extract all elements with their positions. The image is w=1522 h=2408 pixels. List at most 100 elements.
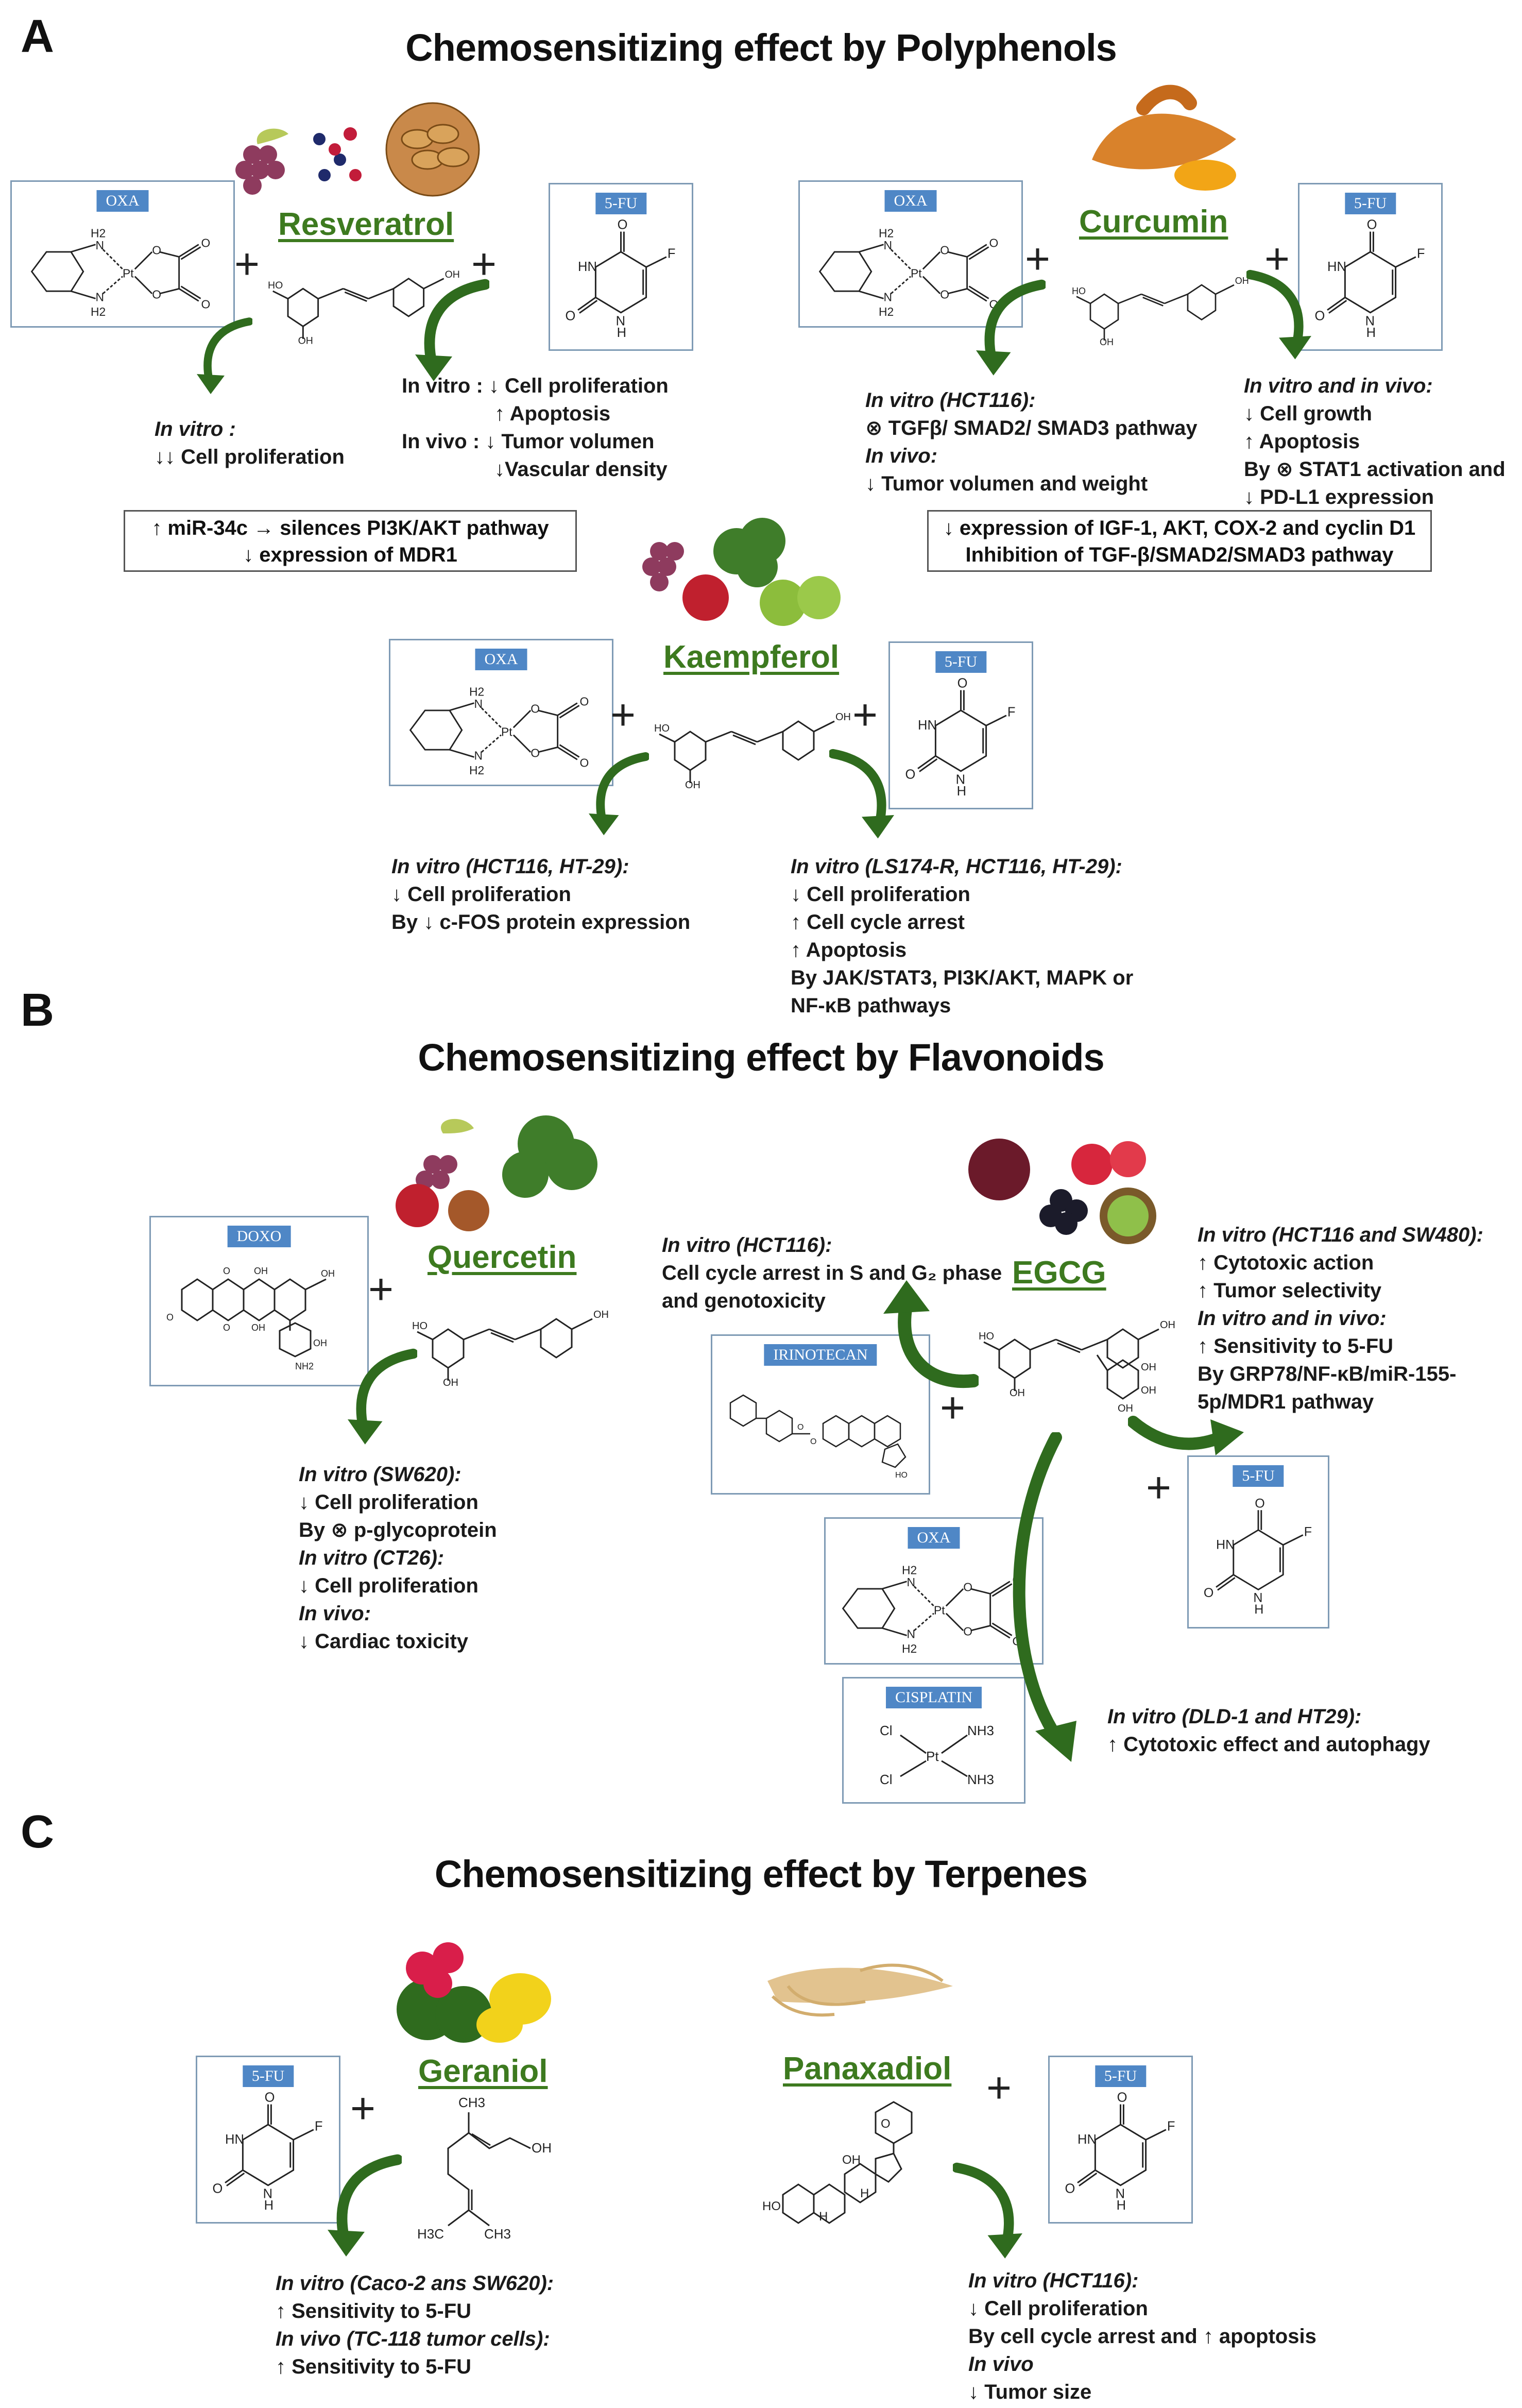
compound-name-quercetin: Quercetin xyxy=(427,1240,577,1275)
plus-sign: + xyxy=(940,1383,966,1432)
svg-text:H: H xyxy=(819,2210,828,2224)
section-title-terpenes: Chemosensitizing effect by Terpenes xyxy=(434,1853,1088,1895)
svg-text:OH: OH xyxy=(313,1338,327,1348)
plus-sign: + xyxy=(610,690,636,739)
svg-text:OH: OH xyxy=(1141,1385,1156,1396)
panel-letter-a: A xyxy=(21,11,54,62)
egcg-fu-effects: In vitro (HCT116 and SW480): ↑ Cytotoxic… xyxy=(1198,1224,1483,1413)
quercetin-effects: In vitro (SW620): ↓ Cell proliferation B… xyxy=(299,1463,497,1653)
resveratrol-summary-box: ↑ miR-34c → silences PI3K/AKT pathway ↓ … xyxy=(124,510,577,572)
svg-text:H3C: H3C xyxy=(417,2226,444,2242)
fluorouracil-box: 5-FU xyxy=(549,183,693,351)
drug-tag: IRINOTECAN xyxy=(764,1344,877,1366)
oxaliplatin-box: OXA xyxy=(389,639,613,786)
svg-text:OH: OH xyxy=(532,2140,552,2156)
curved-arrow xyxy=(191,294,252,417)
fluorouracil-box: 5-FU xyxy=(1187,1455,1329,1629)
curved-arrow xyxy=(829,737,901,850)
drug-tag: OXA xyxy=(884,190,937,212)
curved-arrow xyxy=(1128,1416,1244,1455)
svg-text:OH: OH xyxy=(251,1322,265,1333)
drug-tag: 5-FU xyxy=(1344,193,1396,214)
fluorouracil-structure xyxy=(197,2083,339,2217)
svg-text:O: O xyxy=(166,1312,174,1322)
svg-text:HO: HO xyxy=(895,1471,908,1480)
quercetin-structure xyxy=(412,1283,628,1386)
fluorouracil-box: 5-FU xyxy=(888,641,1033,809)
plus-sign: + xyxy=(350,2084,376,2132)
svg-text:HO: HO xyxy=(762,2199,781,2213)
svg-text:H: H xyxy=(860,2186,869,2200)
oxaliplatin-box: OXA xyxy=(10,180,235,328)
berries-kiwi-image xyxy=(963,1128,1169,1254)
svg-text:Pt: Pt xyxy=(926,1749,939,1764)
doxorubicin-box: DOXO O OH OH O O OH NH2 OH xyxy=(149,1216,369,1386)
svg-text:OH: OH xyxy=(254,1266,268,1276)
fluorouracil-structure xyxy=(1189,1488,1328,1622)
drug-tag: OXA xyxy=(475,649,527,670)
panaxadiol-effects: In vitro (HCT116): ↓ Cell proliferation … xyxy=(968,2269,1316,2403)
grapes-broccoli-sprouts-image xyxy=(634,510,850,636)
svg-text:OH: OH xyxy=(1118,1403,1133,1414)
oxaliplatin-structure xyxy=(396,656,607,785)
drug-tag: OXA xyxy=(908,1527,960,1549)
fluorouracil-box: 5-FU xyxy=(1298,183,1443,351)
fluorouracil-structure xyxy=(1050,2083,1191,2217)
svg-text:NH3: NH3 xyxy=(967,1723,994,1738)
plus-sign: + xyxy=(471,240,497,288)
drug-tag: 5-FU xyxy=(1095,2065,1147,2087)
geranium-lemon-image xyxy=(386,1937,561,2048)
panel-letter-c: C xyxy=(21,1806,54,1858)
svg-text:O: O xyxy=(223,1322,230,1333)
geraniol-effects: In vitro (Caco-2 ans SW620): ↑ Sensitivi… xyxy=(276,2272,554,2378)
compound-name-resveratrol: Resveratrol xyxy=(278,207,454,242)
turmeric-image xyxy=(1082,77,1246,204)
drug-tag: CISPLATIN xyxy=(885,1687,982,1708)
plus-sign: + xyxy=(1025,234,1051,283)
drug-tag: OXA xyxy=(96,190,149,212)
grapes-berries-peanuts-image xyxy=(221,98,489,204)
curcumin-structure xyxy=(1061,252,1277,345)
compound-name-egcg: EGCG xyxy=(1012,1255,1106,1291)
svg-text:CH3: CH3 xyxy=(484,2226,511,2242)
compound-name-kaempferol: Kaempferol xyxy=(663,639,840,675)
drug-tag: DOXO xyxy=(227,1226,291,1247)
svg-text:OH: OH xyxy=(321,1268,335,1279)
egcg-structure: OH OH OH xyxy=(979,1318,1176,1414)
section-title-flavonoids: Chemosensitizing effect by Flavonoids xyxy=(418,1036,1104,1079)
curved-arrow xyxy=(883,1280,979,1388)
kaempferol-oxa-effects: In vitro (HCT116, HT-29): ↓ Cell prolife… xyxy=(391,855,691,934)
compound-name-curcumin: Curcumin xyxy=(1079,204,1228,240)
section-title-polyphenols: Chemosensitizing effect by Polyphenols xyxy=(405,26,1117,69)
curved-arrow xyxy=(319,2143,402,2267)
plus-sign: + xyxy=(852,690,878,739)
curved-arrow xyxy=(953,2153,1030,2267)
drug-tag: 5-FU xyxy=(242,2065,294,2087)
svg-text:CH3: CH3 xyxy=(458,2095,485,2110)
plus-sign: + xyxy=(234,240,260,288)
curved-arrow xyxy=(968,268,1046,386)
svg-text:NH2: NH2 xyxy=(295,1361,314,1371)
fluorouracil-structure xyxy=(550,210,692,344)
fluorouracil-box: 5-FU xyxy=(1048,2056,1193,2224)
svg-text:OH: OH xyxy=(842,2153,861,2167)
svg-text:O: O xyxy=(223,1266,230,1276)
curcumin-oxa-effects: In vitro (HCT116): ⊗ TGFβ/ SMAD2/ SMAD3 … xyxy=(865,389,1198,495)
curved-arrow xyxy=(1013,1432,1076,1762)
svg-text:O: O xyxy=(797,1423,803,1432)
drug-tag: 5-FU xyxy=(935,651,987,673)
plus-sign: + xyxy=(986,2063,1012,2112)
plus-sign: + xyxy=(368,1265,394,1313)
svg-text:NH3: NH3 xyxy=(967,1772,994,1787)
curved-arrow xyxy=(1246,258,1319,371)
svg-text:OH: OH xyxy=(1141,1362,1156,1373)
compound-name-geraniol: Geraniol xyxy=(418,2054,548,2089)
fluorouracil-box: 5-FU xyxy=(196,2056,340,2224)
egcg-irinotecan-effects: In vitro (HCT116): Cell cycle arrest in … xyxy=(662,1234,1002,1312)
